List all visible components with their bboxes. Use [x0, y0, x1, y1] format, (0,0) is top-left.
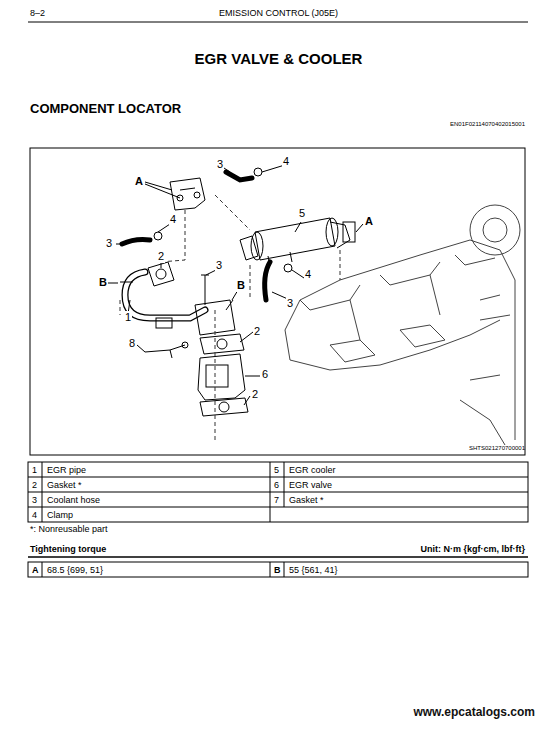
callout-number: 2 — [253, 325, 261, 338]
callout-number: 3 — [215, 259, 223, 272]
coolant-hose — [265, 262, 270, 300]
table-cell: EGR pipe — [47, 465, 86, 475]
figure-code: SHTS021270700001 — [469, 445, 525, 452]
flange — [170, 178, 205, 210]
table-cell: 2 — [32, 480, 37, 490]
clamp — [254, 168, 262, 176]
table-heading: Tightening torque — [30, 544, 106, 554]
bolt — [120, 282, 133, 283]
table-cell: 4 — [32, 510, 37, 520]
callout-number: 4 — [282, 155, 290, 168]
table-cell: 55 {561, 41} — [289, 565, 338, 575]
callout-number: 8 — [128, 337, 136, 350]
callout-number: 4 — [304, 268, 312, 281]
engine-outline — [285, 205, 520, 445]
table-cell: 6 — [274, 480, 279, 490]
section-header: EMISSION CONTROL (J05E) — [0, 8, 557, 18]
bolt — [201, 275, 233, 310]
clamp — [284, 264, 292, 272]
egr-valve — [198, 354, 245, 400]
page-title: EGR VALVE & COOLER — [0, 50, 557, 67]
table-cell: Coolant hose — [47, 495, 100, 505]
callout-number: A — [364, 215, 374, 228]
table-cell: 1 — [32, 465, 37, 475]
table-cell: A — [32, 565, 39, 575]
callout-number: 2 — [251, 388, 259, 401]
footnote: *: Nonreusable part — [30, 524, 108, 534]
table-cell: Clamp — [47, 510, 73, 520]
table-cell: 68.5 {699, 51} — [47, 565, 103, 575]
table-cell: EGR cooler — [289, 465, 336, 475]
egr-pipe — [125, 272, 205, 318]
table-cell: EGR valve — [289, 480, 332, 490]
callout-number: A — [134, 175, 144, 188]
callout-number: 5 — [298, 207, 306, 220]
table-cell: Gasket * — [289, 495, 324, 505]
callout-number: 4 — [169, 213, 177, 226]
gasket — [200, 334, 244, 354]
table-cell: 7 — [274, 495, 279, 505]
sensor — [145, 345, 185, 358]
gasket — [200, 398, 248, 416]
callout-number: 6 — [261, 368, 269, 381]
doc-code: EN01F02114070402015001 — [450, 121, 525, 128]
watermark: www.epcatalogs.com — [413, 706, 535, 720]
table-cell: 5 — [274, 465, 279, 475]
coolant-hose — [122, 240, 150, 245]
table-cell: B — [274, 565, 281, 575]
callout-number: 3 — [105, 237, 113, 250]
header-rule — [28, 22, 528, 23]
clamp — [154, 232, 162, 240]
table-cell: 3 — [32, 495, 37, 505]
callout-number: B — [236, 279, 246, 292]
callout-number: 1 — [124, 311, 132, 324]
coolant-hose — [226, 172, 252, 180]
section-heading: COMPONENT LOCATOR — [30, 102, 181, 117]
table-rules — [28, 462, 528, 577]
callout-number: 3 — [286, 297, 294, 310]
table-cell: Gasket * — [47, 480, 82, 490]
callout-number: 3 — [216, 158, 224, 171]
callout-number: B — [98, 276, 108, 289]
figure-frame — [30, 148, 525, 455]
unit-note: Unit: N·m {kgf·cm, lbf·ft} — [421, 544, 526, 554]
page-number: 8–2 — [30, 8, 45, 18]
callout-number: 2 — [157, 250, 165, 263]
egr-cooler — [240, 218, 355, 266]
